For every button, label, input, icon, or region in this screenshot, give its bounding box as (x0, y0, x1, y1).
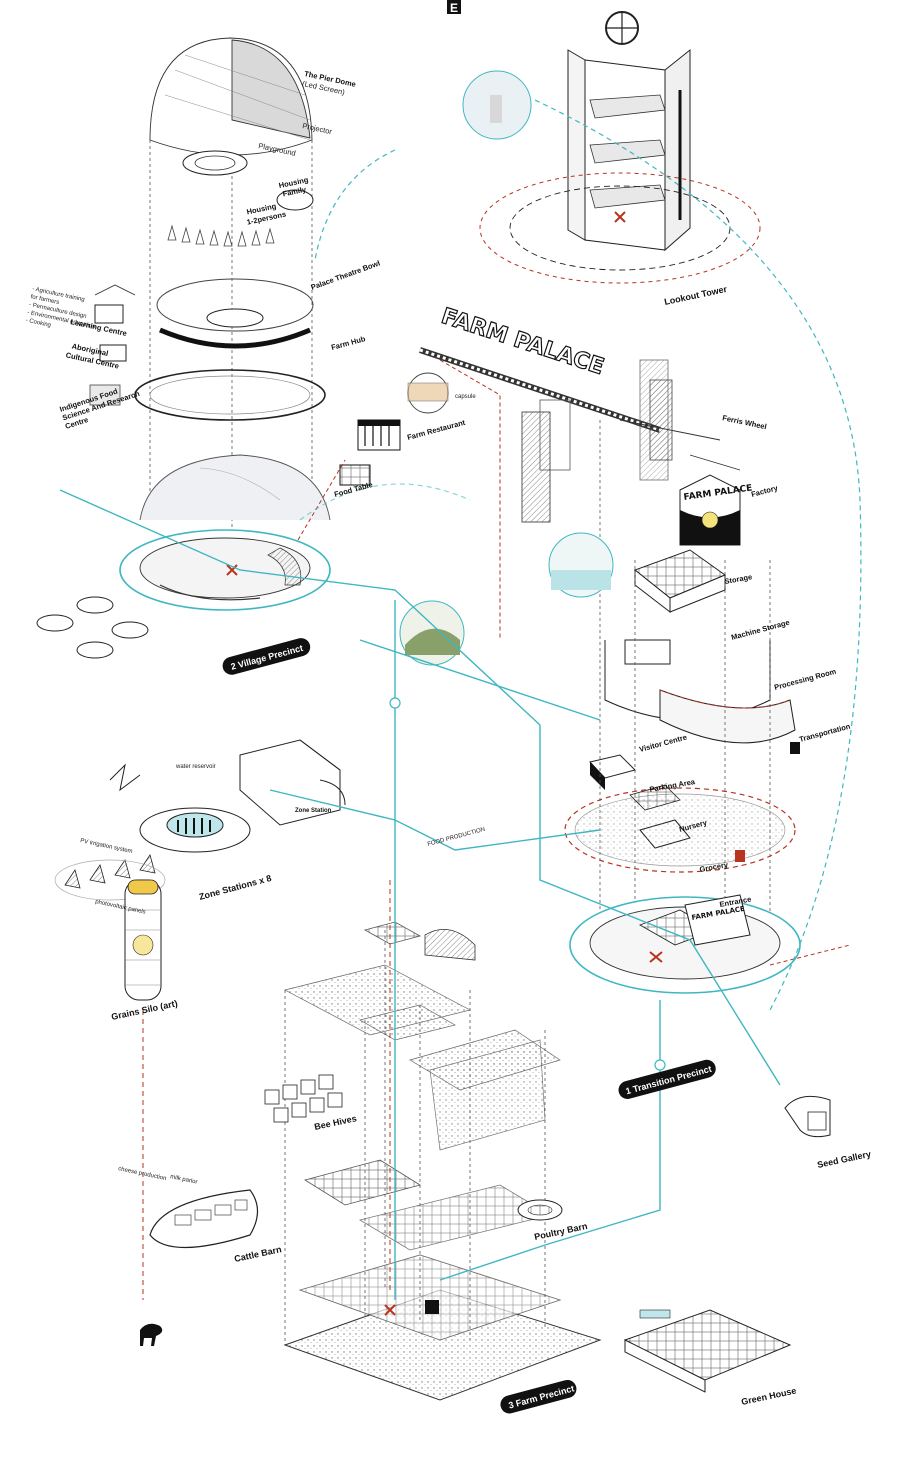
poultry-barn (517, 1199, 563, 1221)
label-storage: Storage (724, 572, 753, 586)
learning-list-5: - Cooking (25, 318, 51, 329)
crane-structure: FARM PALACE (419, 303, 669, 640)
label-seed-gallery: Seed Gallery (816, 1149, 871, 1170)
label-transportation: Transportation (798, 722, 851, 744)
label-pv-irrigation: PV irrigation system (80, 838, 133, 855)
label-bee-hives: Bee Hives (313, 1113, 357, 1132)
label-water-reservoir: water reservoir (175, 764, 216, 770)
label-machine-storage: Machine Storage (730, 618, 790, 642)
cattle-barn (140, 1189, 259, 1346)
corner-letter: E (450, 1, 458, 15)
label-zone-stations-x8: Zone Stations x 8 (198, 873, 273, 902)
learning-list-2: for farmers (30, 294, 60, 306)
circulation-lines (59, 99, 862, 1300)
label-playground: Playground (258, 141, 297, 158)
zone-station (54, 739, 346, 901)
label-parking-area: Parking Area (649, 777, 697, 794)
label-cheese-production: cheese production (118, 1166, 167, 1182)
label-food-production: FOOD PRODUCTION (427, 827, 486, 848)
label-processing-room: Processing Room (773, 667, 837, 692)
lookout-tower (479, 11, 761, 284)
label-milk-parlor: milk parlor (170, 1174, 198, 1186)
label-grains-silo: Grains Silo (art) (110, 998, 178, 1022)
village-tower (36, 37, 331, 659)
precinct-pill-farm: 3 Farm Precinct (500, 1379, 577, 1414)
label-lookout-tower: Lookout Tower (663, 284, 728, 307)
label-palace-theatre-bowl: Palace Theatre Bowl (310, 258, 382, 291)
farm-precinct (283, 880, 602, 1401)
label-factory: Factory (750, 483, 779, 499)
label-poultry-barn: Poultry Barn (533, 1221, 588, 1242)
farm-palace-sign: FARM PALACE (438, 304, 607, 380)
food-table-group (297, 372, 449, 541)
label-farm-hub: Farm Hub (330, 334, 367, 352)
label-green-house: Green House (740, 1386, 797, 1407)
bee-hives (264, 1074, 343, 1123)
label-cattle-barn: Cattle Barn (233, 1244, 282, 1264)
label-farm-restaurant: Farm Restaurant (406, 418, 466, 442)
grains-silo (124, 879, 162, 1300)
label-zone-station: Zone Station (295, 808, 332, 814)
view-vignettes (399, 70, 614, 666)
label-capsule: capsule (455, 394, 476, 400)
label-ferris-wheel: Ferris Wheel (722, 413, 768, 431)
factory-tower: FARM PALACE FARM PALACE (564, 420, 851, 994)
corner-letter-badge (447, 0, 461, 14)
seed-gallery (784, 1095, 831, 1138)
ferris-wheel-structure (619, 379, 741, 471)
green-house (623, 1309, 792, 1393)
precinct-pill-transition: 1 Transition Precinct (618, 1059, 716, 1099)
label-visitor-centre: Visitor Centre (638, 733, 688, 754)
precinct-pill-village: 2 Village Precinct (222, 638, 311, 675)
